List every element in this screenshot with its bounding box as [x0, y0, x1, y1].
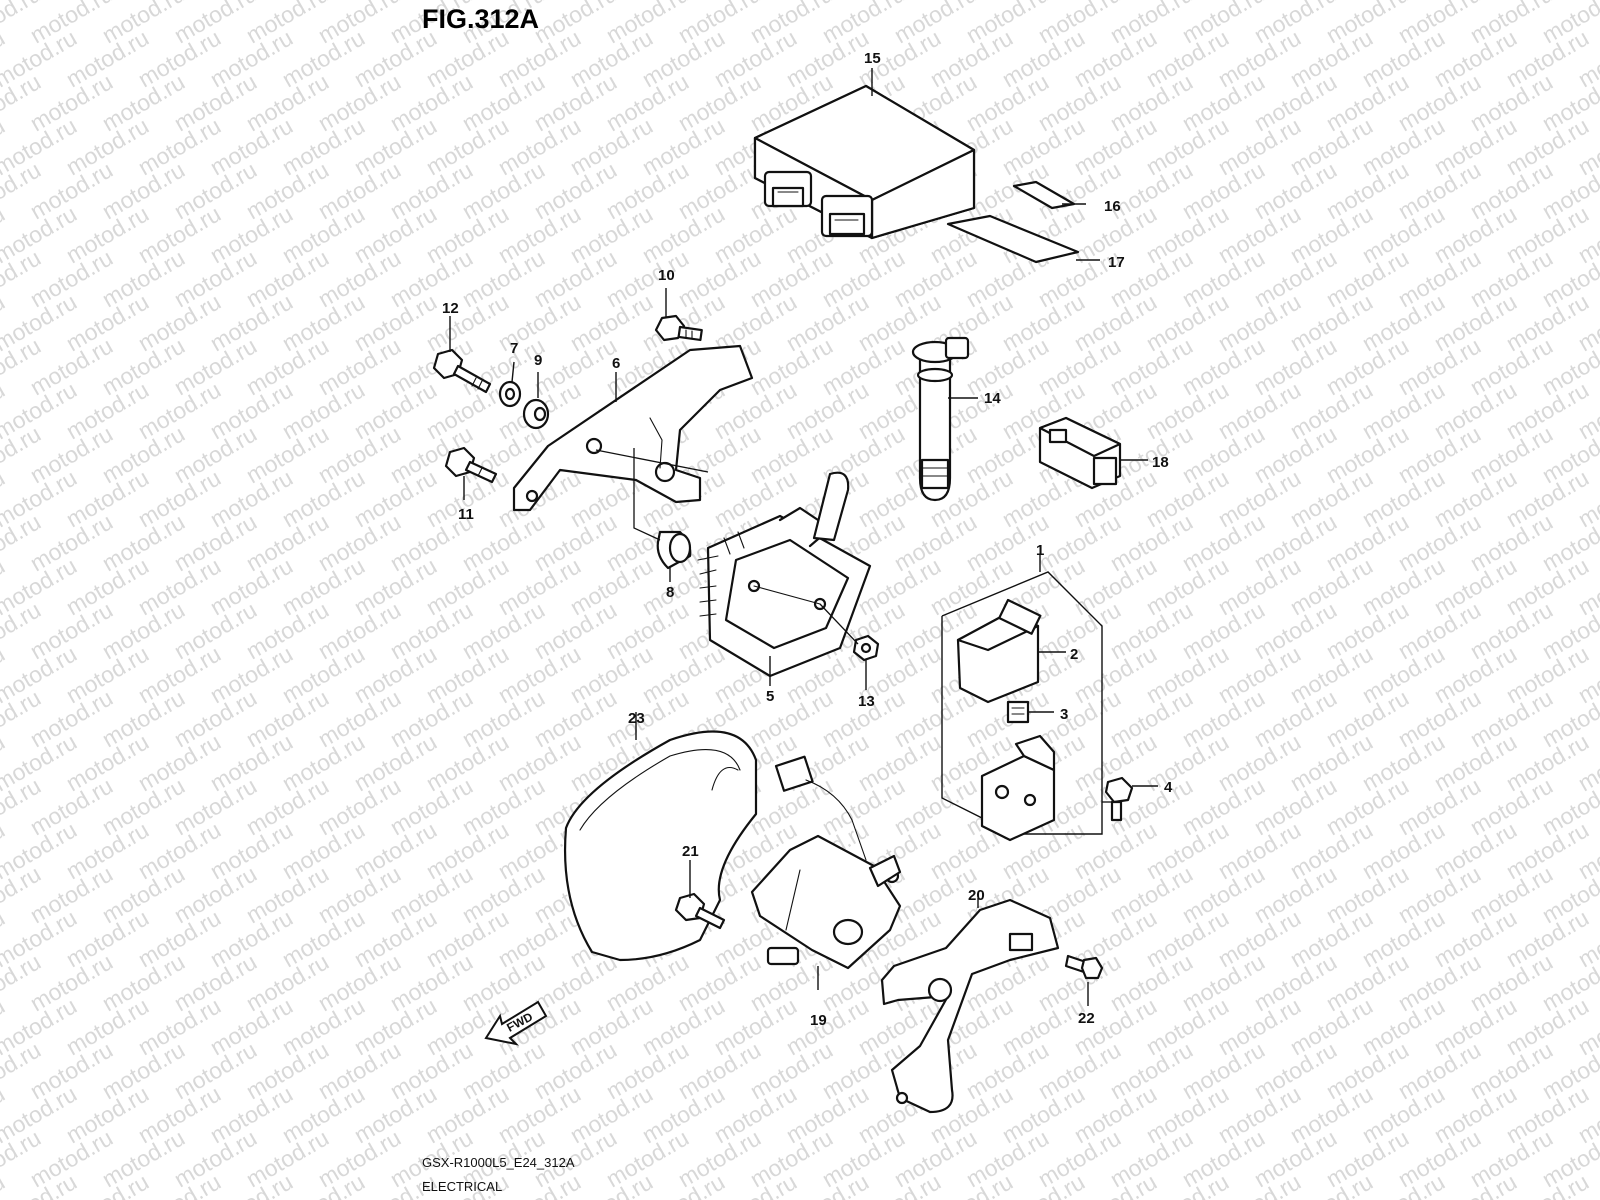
callout-1: 1: [1036, 542, 1044, 559]
callout-18: 18: [1152, 454, 1169, 471]
section-name: ELECTRICAL: [422, 1179, 502, 1194]
callout-4: 4: [1164, 779, 1173, 796]
callout-14: 14: [984, 390, 1001, 407]
figure-title: FIG.312A: [422, 4, 539, 34]
callout-23: 23: [628, 710, 645, 727]
callout-3: 3: [1060, 706, 1068, 723]
callout-20: 20: [968, 887, 985, 904]
callout-7: 7: [510, 340, 518, 357]
callout-5: 5: [766, 688, 774, 705]
callout-2: 2: [1070, 646, 1078, 663]
callout-15: 15: [864, 50, 881, 67]
callout-9: 9: [534, 352, 542, 369]
model-code: GSX-R1000L5_E24_312A: [422, 1155, 575, 1170]
part-3-fuse: [1006, 700, 1030, 724]
callout-19: 19: [810, 1012, 827, 1029]
callout-6: 6: [612, 355, 620, 372]
callout-13: 13: [858, 693, 875, 710]
callout-16: 16: [1104, 198, 1121, 215]
watermark-text: motod.ru: [1574, 0, 1600, 4]
part-9-grommet: [522, 398, 550, 430]
callout-11: 11: [458, 506, 474, 523]
part-7-washer: [498, 380, 522, 408]
callout-8: 8: [666, 584, 674, 601]
callout-22: 22: [1078, 1010, 1095, 1027]
callout-17: 17: [1108, 254, 1125, 271]
callout-12: 12: [442, 300, 459, 317]
watermark-text: motod.ru: [0, 1168, 9, 1200]
callout-21: 21: [682, 843, 699, 860]
callout-10: 10: [658, 267, 675, 284]
